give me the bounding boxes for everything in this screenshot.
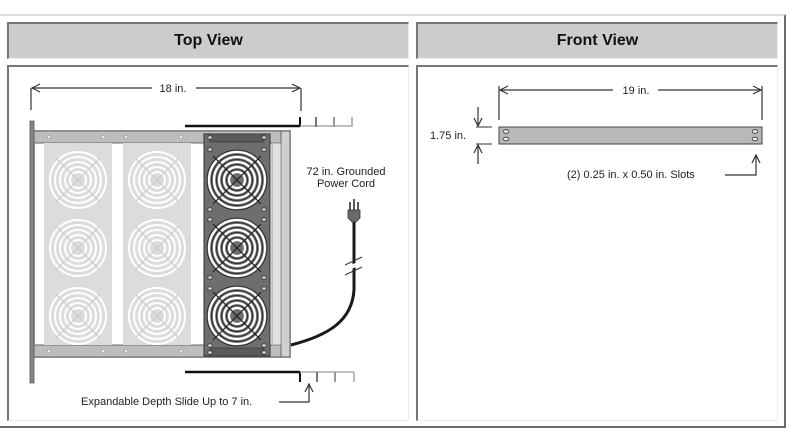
top-view-header: Top View xyxy=(7,22,409,59)
top-view-drawing: 18 in. xyxy=(29,83,386,408)
plug-icon xyxy=(347,209,361,223)
fan-panel-column-3 xyxy=(203,133,271,357)
slots-label: (2) 0.25 in. x 0.50 in. Slots xyxy=(567,169,695,181)
slide-arrow xyxy=(279,384,309,403)
front-view-header: Front View xyxy=(416,22,778,59)
power-cord-label-line2: Power Cord xyxy=(317,178,375,190)
width-dimension-19: 19 in. xyxy=(498,85,763,120)
fan-panel-column-1 xyxy=(44,143,112,345)
fan-panel-column-2 xyxy=(123,143,191,345)
slide-rail-bottom xyxy=(185,370,355,382)
width-label-19: 19 in. xyxy=(623,85,650,97)
slots-arrow xyxy=(725,155,756,176)
width-label-18: 18 in. xyxy=(160,83,187,95)
slot-icon xyxy=(751,129,759,134)
height-dimension: 1.75 in. xyxy=(430,107,492,164)
power-cord-label-line1: 72 in. Grounded xyxy=(307,166,386,178)
width-dimension-18: 18 in. xyxy=(30,83,302,111)
slide-rail-top xyxy=(185,117,353,128)
top-view-title: Top View xyxy=(174,32,243,49)
slot-icon xyxy=(502,136,510,142)
front-view-drawing: 19 in. 1.75 in. (2) 0.25 in. x 0.50 in. … xyxy=(430,85,763,181)
slot-icon xyxy=(751,136,759,142)
slot-icon xyxy=(502,129,510,134)
height-label: 1.75 in. xyxy=(430,130,466,142)
power-cord xyxy=(290,199,363,347)
front-faceplate xyxy=(498,126,763,145)
front-view-title: Front View xyxy=(556,32,639,49)
slide-label: Expandable Depth Slide Up to 7 in. xyxy=(81,396,252,408)
